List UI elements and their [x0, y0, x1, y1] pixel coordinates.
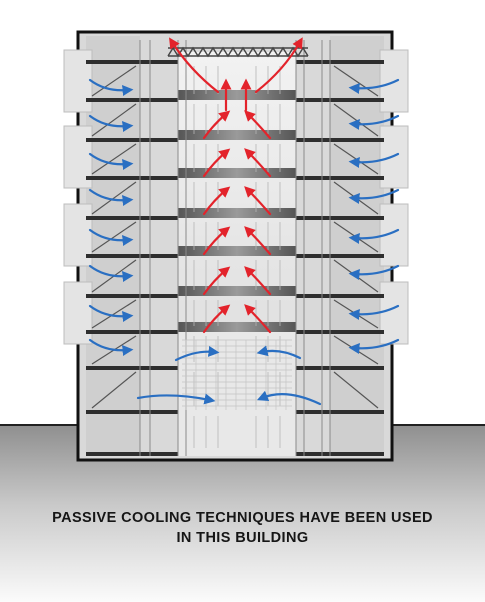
- cool-air-arrow-left: [88, 228, 134, 246]
- floor-slab-left: [86, 254, 178, 258]
- cool-air-arrow-left: [88, 338, 134, 356]
- cool-air-arrow-left: [88, 78, 134, 96]
- atrium-bridge: [178, 208, 296, 218]
- stair-left: [91, 371, 137, 409]
- cool-air-arrow-right: [348, 228, 400, 244]
- floor-slab-left: [86, 330, 178, 334]
- warm-air-arrow: [202, 266, 231, 296]
- cool-air-arrow-right: [348, 152, 400, 168]
- cool-air-arrow-left: [88, 152, 134, 170]
- cool-air-arrow-right: [348, 78, 400, 94]
- warm-air-arrow: [244, 266, 272, 296]
- warm-air-arrow: [202, 304, 231, 334]
- floor-slab-left: [86, 60, 178, 64]
- cool-air-arrow-right: [348, 338, 400, 354]
- floor-slab-left: [86, 216, 178, 220]
- floor-slab-left: [86, 366, 178, 370]
- cool-air-arrow-lobby-left: [136, 393, 216, 405]
- warm-air-arrow: [244, 110, 272, 140]
- lobby-grid-wall: [182, 339, 292, 410]
- warm-air-exhaust-left: [169, 37, 220, 94]
- floor-slab-right: [296, 294, 384, 298]
- cool-air-arrow-right: [348, 304, 400, 320]
- atrium-bridge: [178, 90, 296, 100]
- cool-air-flow-arrows: [88, 78, 400, 406]
- floor-slab-right: [296, 216, 384, 220]
- floor-slab-right: [296, 330, 384, 334]
- warm-air-arrow: [202, 226, 231, 256]
- floor-slab-left: [86, 138, 178, 142]
- atrium-bridge: [178, 168, 296, 178]
- warm-air-arrow: [202, 110, 231, 140]
- stair-left: [91, 181, 137, 215]
- atrium-bridge: [178, 246, 296, 256]
- floor-slab-right: [296, 176, 384, 180]
- atrium-bridge: [178, 286, 296, 296]
- cool-air-arrow-right: [348, 264, 400, 280]
- floor-slab-right: [296, 366, 384, 370]
- stair-right: [333, 371, 379, 409]
- floor-slab-right: [296, 60, 384, 64]
- cool-air-arrow-right: [348, 188, 400, 204]
- floor-slab-left: [86, 294, 178, 298]
- warm-air-flow-arrows: [169, 37, 303, 334]
- stair-right: [333, 65, 379, 97]
- floor-slab-left: [86, 410, 178, 414]
- warm-air-arrow: [202, 186, 231, 216]
- floor-slab-right: [296, 452, 384, 456]
- floor-slab-left: [86, 176, 178, 180]
- floor-slabs: [86, 60, 384, 456]
- cool-air-arrow-left: [88, 264, 134, 282]
- floor-slab-right: [296, 98, 384, 102]
- caption-line-2: IN THIS BUILDING: [176, 530, 309, 546]
- stair-left: [91, 103, 137, 137]
- roof-truss-vent: [167, 46, 309, 58]
- cool-air-arrow-left: [88, 188, 134, 206]
- stair-left: [91, 65, 137, 97]
- stair-left: [91, 299, 137, 329]
- warm-air-arrow: [244, 304, 272, 334]
- stair-left: [91, 143, 137, 175]
- atrium-bridge: [178, 322, 296, 332]
- warm-air-arrow: [244, 186, 272, 216]
- caption-line-1: PASSIVE COOLING TECHNIQUES HAVE BEEN USE…: [52, 510, 433, 526]
- warm-air-exhaust-right: [254, 37, 303, 94]
- cool-air-arrow-left: [88, 304, 134, 322]
- warm-air-arrow: [244, 148, 272, 178]
- cool-air-arrow-inner-right: [256, 345, 302, 360]
- warm-air-arrow: [244, 226, 272, 256]
- warm-air-arrow: [202, 148, 231, 178]
- cool-air-arrow-lobby-right: [256, 390, 322, 406]
- floor-slab-right: [296, 138, 384, 142]
- floor-slab-left: [86, 452, 178, 456]
- floor-slab-left: [86, 98, 178, 102]
- cool-air-arrow-left: [88, 114, 134, 132]
- stair-left: [91, 221, 137, 253]
- cool-air-arrow-inner-left: [174, 345, 220, 362]
- floor-slab-right: [296, 410, 384, 414]
- floor-slab-right: [296, 254, 384, 258]
- atrium-bridge: [178, 130, 296, 140]
- cool-air-arrow-right: [348, 114, 400, 130]
